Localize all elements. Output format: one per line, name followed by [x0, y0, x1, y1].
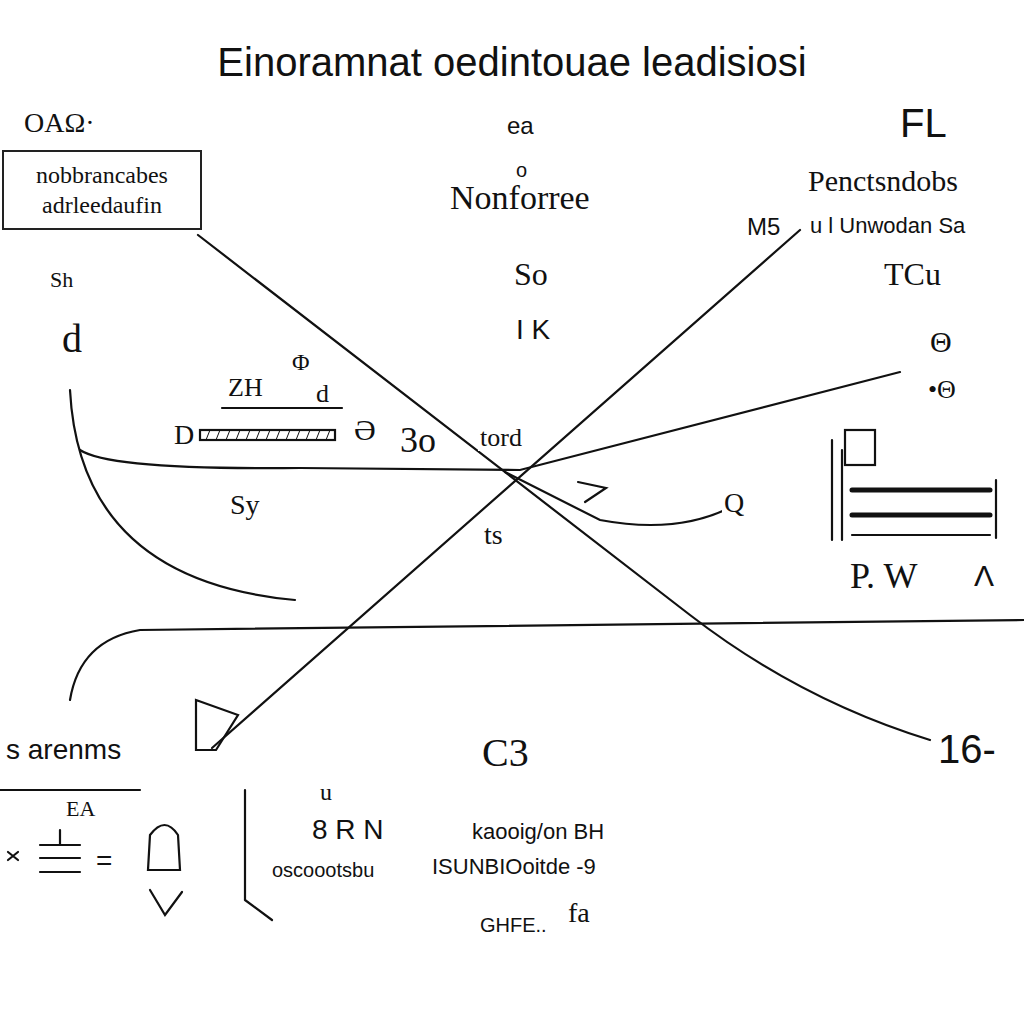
underline [0, 789, 140, 791]
diagram-label: ea [505, 113, 536, 138]
diagram-label: Penctsndobs [806, 165, 960, 197]
diagram-label: M5 [745, 214, 782, 239]
hatched-bar [200, 430, 335, 440]
diagram-label: o [514, 160, 529, 181]
diagram-title: Einoramnat oedintouae leadisiosi [0, 40, 1024, 84]
symbol [148, 825, 182, 915]
diagram-label: 3o [398, 422, 438, 460]
diagram-label: D [172, 420, 196, 449]
curve-line [505, 472, 735, 525]
device-frame [832, 440, 842, 540]
diagram-label: Sy [228, 490, 262, 519]
diagram-label: ts [482, 520, 505, 549]
box-text: nobbrancabes adrleedaufin [10, 160, 194, 220]
diagram-label: = [94, 846, 114, 875]
diagram-label: ZH [226, 374, 265, 401]
diagram-label: s arenms [4, 735, 123, 764]
arrow-mark [578, 482, 606, 502]
device-box [845, 430, 875, 465]
diagram-label: OAΩ· [22, 108, 97, 137]
diagram-label: 8 R N [310, 815, 386, 844]
diagram-label: Ə [352, 414, 378, 446]
bracket-line [245, 790, 272, 920]
hatch-lines [206, 430, 330, 440]
diagram-label: fa [566, 898, 592, 927]
diagram-label: So [512, 258, 550, 292]
diagram-label: EA [64, 797, 97, 820]
diagram-label: d [60, 318, 84, 360]
symbol [40, 830, 80, 872]
diagram-label: P. W [848, 558, 919, 596]
diagram-label: u [318, 780, 334, 805]
diagram-label: Θ [928, 326, 954, 358]
curve-line [80, 372, 900, 470]
diagram-label: •Θ [926, 376, 958, 403]
diagram-label: u l Unwodan Sa [808, 214, 967, 237]
diagram-label: C3 [480, 732, 531, 774]
symbol [8, 852, 18, 860]
diagram-label: Λ [972, 560, 996, 592]
diagram-label: oscoootsbu [270, 860, 376, 881]
diagram-label: Sh [48, 268, 75, 291]
text-box: nobbrancabes adrleedaufin [2, 150, 202, 230]
diagram-label: Φ [290, 350, 312, 375]
diagonal-line [212, 230, 800, 748]
diagram-label: GHFE.. [478, 915, 549, 936]
arc-line [70, 390, 295, 600]
diagram-label: d [314, 380, 331, 407]
device-rail [852, 480, 996, 538]
diagram-label: Q [722, 488, 746, 517]
diagram-label: kaooig/on BH [470, 820, 606, 843]
diagram-label: tord [478, 424, 524, 451]
diagram-label: ISUNBIOoitde -9 [430, 855, 598, 878]
triangle-marker [196, 700, 238, 750]
diagram-label: FL [898, 102, 949, 144]
diagram-label: TCu [882, 258, 943, 292]
diagram-label: Nonforree [448, 180, 592, 216]
baseline [70, 620, 1024, 700]
diagram-label: 16- [936, 728, 998, 770]
diagram-label: I K [514, 315, 552, 344]
device-rail [852, 490, 990, 515]
